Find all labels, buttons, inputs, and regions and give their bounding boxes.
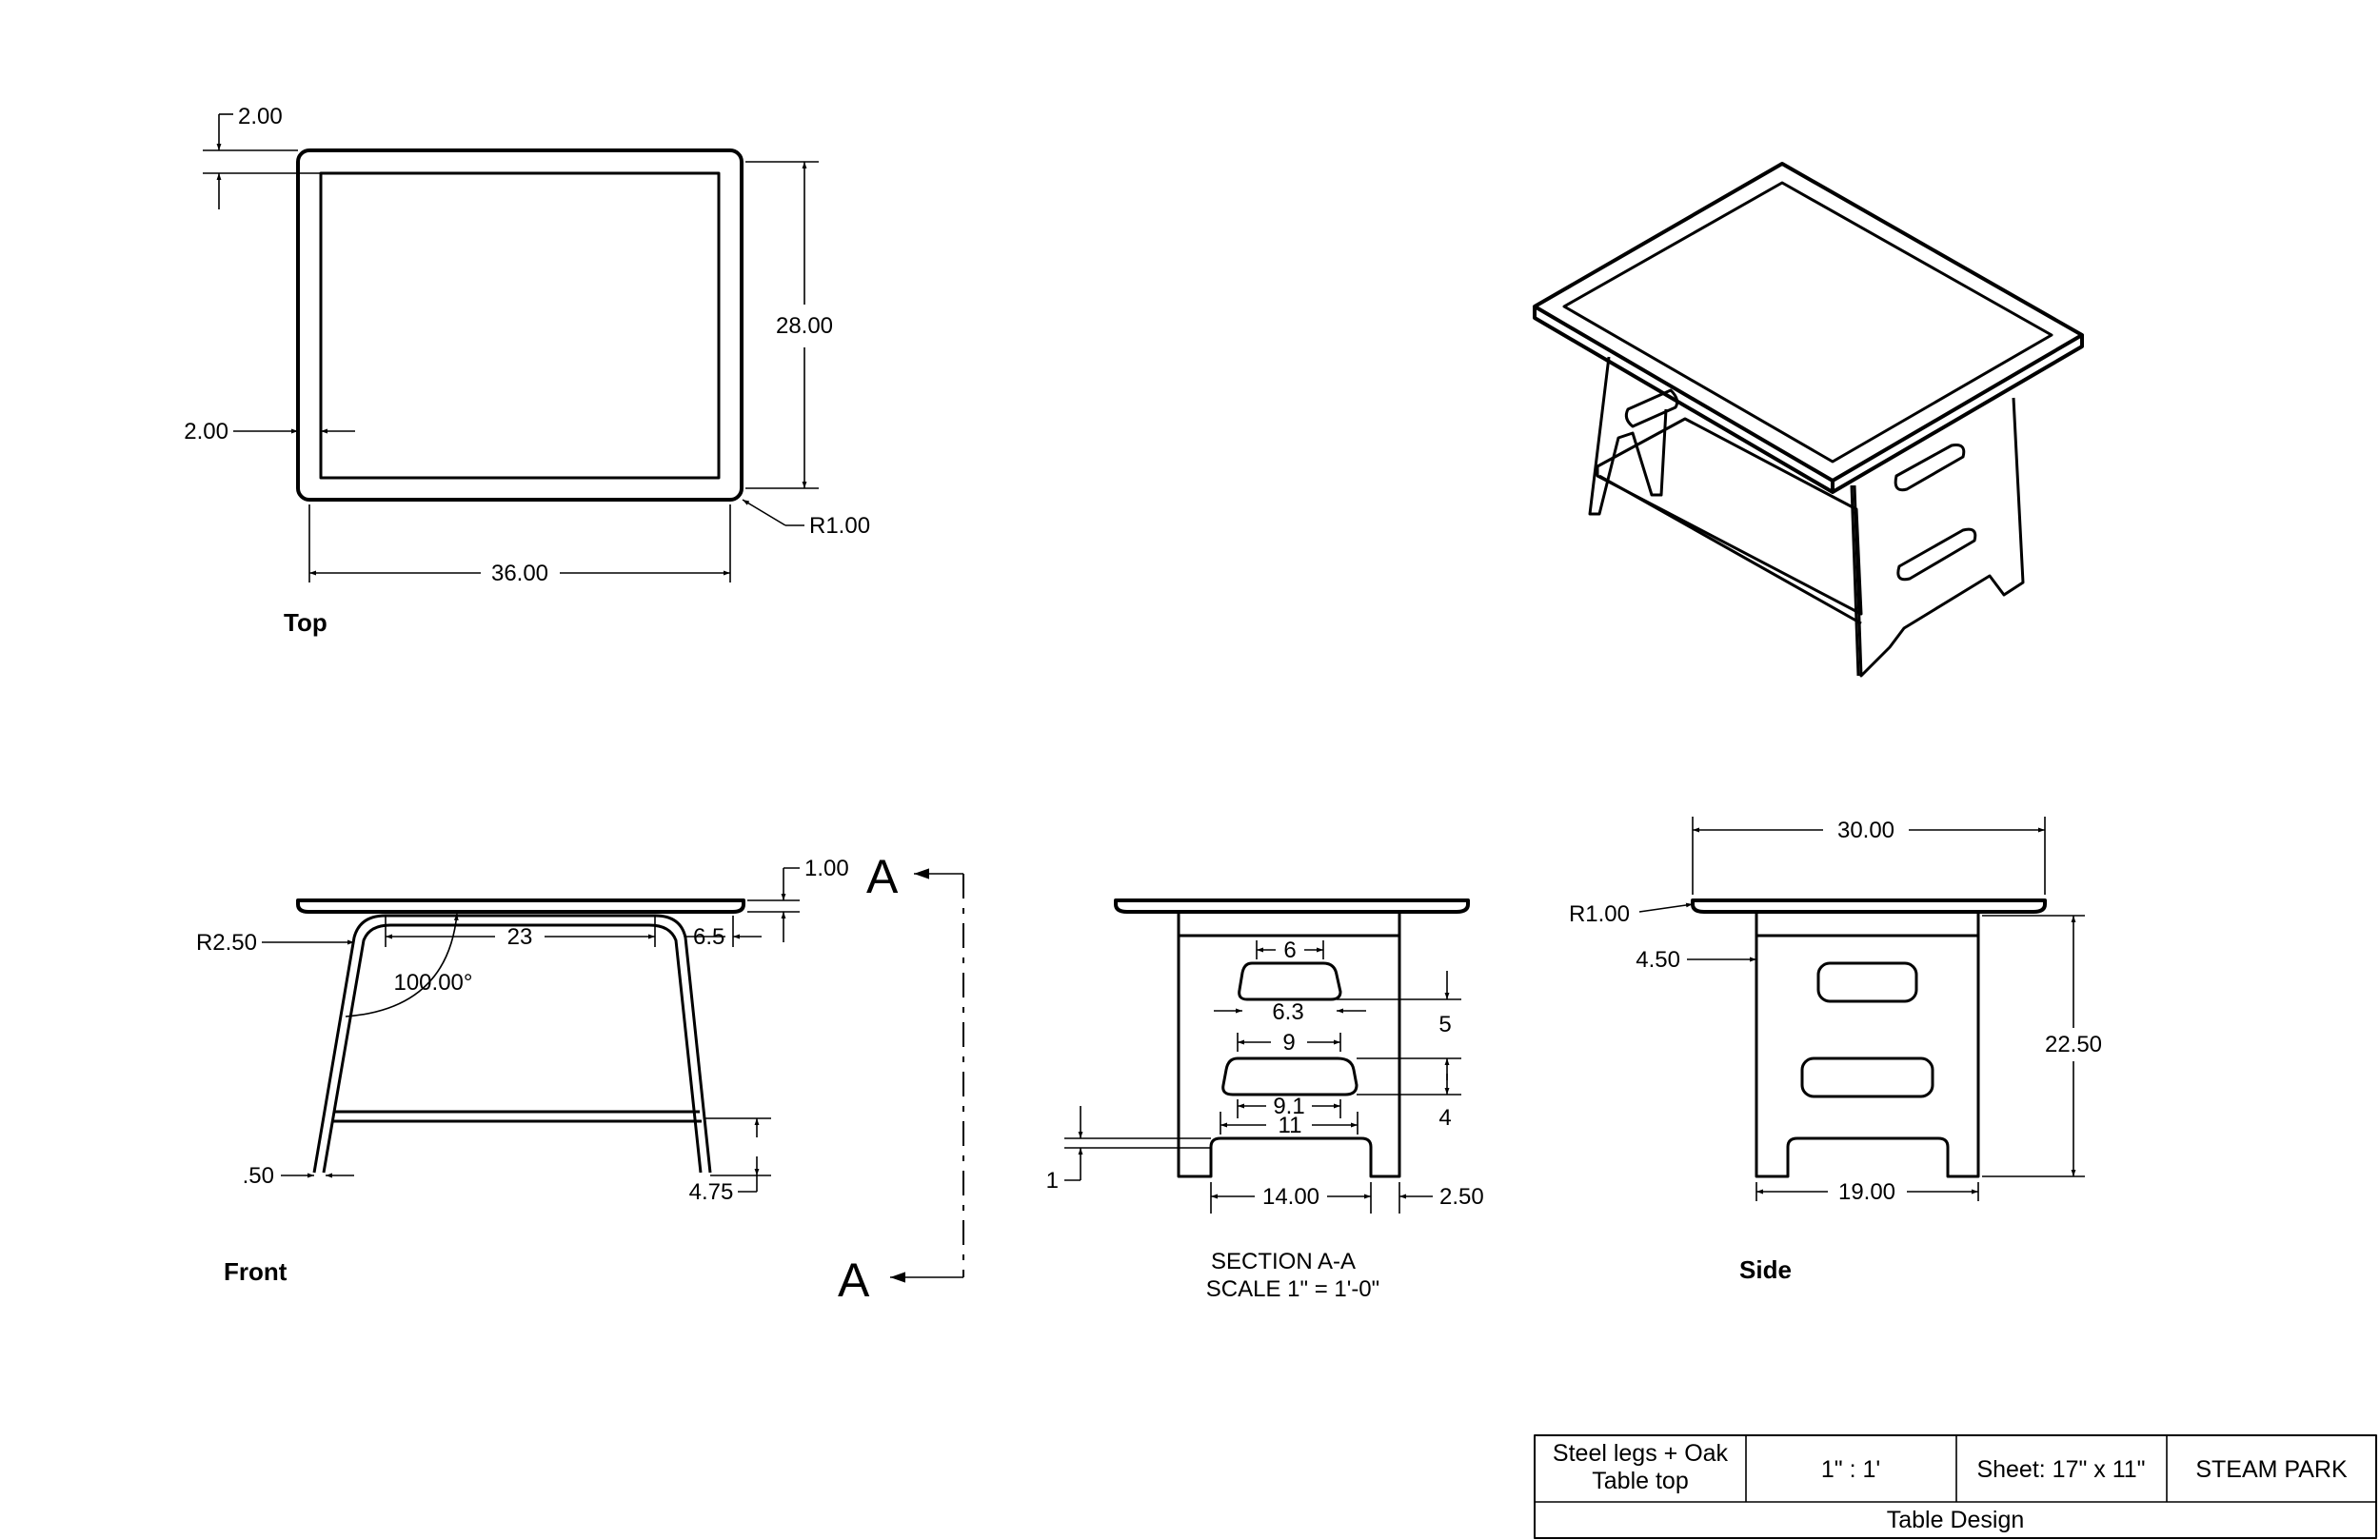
front-view-label: Front: [224, 1257, 288, 1286]
section-slot-lower: [1221, 1056, 1359, 1096]
dim-label: 19.00: [1838, 1179, 1895, 1205]
front-tabletop: [296, 898, 745, 914]
dim-label: 4.75: [689, 1179, 734, 1205]
dim-slot2-bottom: 9.1: [1237, 1094, 1341, 1119]
section-slot-upper: [1238, 961, 1342, 1001]
top-view-label: Top: [284, 608, 327, 637]
dim-label: 30.00: [1837, 818, 1894, 843]
dim-side-width: 30.00: [1692, 817, 2046, 895]
side-slot-lower: [1800, 1056, 1934, 1098]
dim-label: 100.00°: [393, 970, 472, 996]
section-scale: SCALE 1" = 1'-0": [1206, 1276, 1379, 1302]
dim-slot2-height: 4: [1357, 1058, 1461, 1131]
dim-label: 2.00: [184, 419, 228, 444]
dim-leg: .50: [243, 1163, 354, 1189]
dim-angle: 100.00°: [345, 913, 473, 1017]
title-block-material: Steel legs + Oak: [1553, 1440, 1729, 1467]
dim-label: 4: [1438, 1105, 1451, 1131]
dim-section-edge: 2.50: [1398, 1182, 1484, 1214]
dim-width: 36.00: [308, 504, 731, 586]
dim-label: 28.00: [776, 313, 833, 339]
side-view-label: Side: [1739, 1255, 1792, 1284]
dim-label: 23: [507, 924, 533, 950]
dim-foot-gap: 11: [1220, 1112, 1359, 1138]
dim-slot1-bottom: 6.3: [1214, 999, 1366, 1025]
tabletop-inlay: [319, 171, 721, 480]
title-block-scale: 1" : 1': [1821, 1456, 1880, 1483]
dim-side-base: 19.00: [1755, 1179, 1979, 1205]
dim-label: 1.00: [804, 856, 849, 881]
dim-label: 2.50: [1439, 1184, 1484, 1210]
title-block-company: STEAM PARK: [2195, 1456, 2348, 1483]
front-frame: [312, 914, 712, 1174]
dim-label: R2.50: [196, 930, 257, 956]
side-tabletop: [1691, 898, 2047, 914]
top-view: 2.00 2.00 28.00 36.00 R1.00: [184, 104, 870, 637]
tabletop-outline: [296, 148, 744, 502]
section-marker: A: [866, 850, 899, 903]
dim-label: .50: [243, 1163, 274, 1189]
dim-slot2-top: 9: [1237, 1030, 1341, 1056]
dim-depth: 28.00: [745, 161, 833, 489]
iso-shelf: [1596, 417, 1863, 616]
dim-slot1-top: 6: [1256, 938, 1324, 963]
iso-tabletop: [1533, 162, 2084, 483]
front-view: 1.00 R2.50 23 6.5 100.00° .50: [196, 850, 964, 1307]
dim-inset: 6.5: [685, 916, 762, 950]
dim-label: 22.50: [2045, 1032, 2102, 1057]
dim-label: 9.1: [1273, 1094, 1304, 1119]
iso-left-panel: [1588, 356, 1668, 516]
section-marker: A: [838, 1254, 870, 1307]
dim-label: 11: [1279, 1113, 1302, 1138]
isometric-view: [1533, 162, 2084, 678]
side-slot-upper: [1816, 961, 1918, 1003]
dim-left-border: 2.00: [184, 419, 355, 444]
dim-label: 6.5: [693, 924, 724, 950]
dim-label: R1.00: [809, 513, 870, 539]
dim-side-radius: R1.00: [1569, 901, 1694, 927]
section-title: SECTION A-A: [1211, 1249, 1356, 1274]
title-block-material: Table top: [1592, 1468, 1688, 1494]
iso-right-panel: [1853, 397, 2025, 678]
title-block-sheet: Sheet: 17" x 11": [1976, 1456, 2145, 1483]
dim-label: 2.00: [238, 104, 283, 129]
dim-label: R1.00: [1569, 901, 1630, 927]
dim-slot-spacing: 5: [1337, 971, 1461, 1059]
dim-label: 6.3: [1272, 999, 1303, 1025]
dim-top-thickness: 1.00: [747, 856, 849, 942]
dim-label: 14.00: [1262, 1184, 1319, 1210]
dim-label: 36.00: [491, 561, 548, 586]
dim-label: 5: [1438, 1012, 1451, 1037]
dim-section-width: 14.00: [1210, 1182, 1372, 1214]
dim-label: 9: [1282, 1030, 1295, 1056]
dim-side-height: 22.50: [1982, 915, 2102, 1177]
section-panel: [1177, 912, 1401, 1178]
dim-label: 6: [1283, 938, 1296, 963]
dim-label: 4.50: [1636, 947, 1680, 973]
section-tabletop: [1114, 898, 1470, 914]
dim-label: 1: [1046, 1168, 1059, 1194]
dim-shelf-height: 4.75: [689, 1117, 771, 1205]
section-cut-line: A A: [838, 850, 964, 1307]
dim-span: 23: [385, 916, 656, 950]
section-view: 6 6.3 9 9.1 11: [1046, 898, 1484, 1302]
title-block-title: Table Design: [1887, 1507, 2025, 1533]
side-panel: [1755, 912, 1980, 1178]
dim-top-border: 2.00: [203, 104, 321, 209]
dim-corner-radius: R1.00: [742, 499, 870, 539]
dim-foot-height: 1: [1046, 1106, 1211, 1194]
side-view: 30.00 R1.00 4.50 22.50 19.00 Side: [1569, 817, 2102, 1284]
dim-side-edge: 4.50: [1636, 947, 1756, 973]
dim-bend-radius: R2.50: [196, 930, 354, 956]
title-block: Steel legs + Oak Table top 1" : 1' Sheet…: [1534, 1434, 2377, 1539]
iso-tabletop-inlay: [1562, 181, 2053, 464]
